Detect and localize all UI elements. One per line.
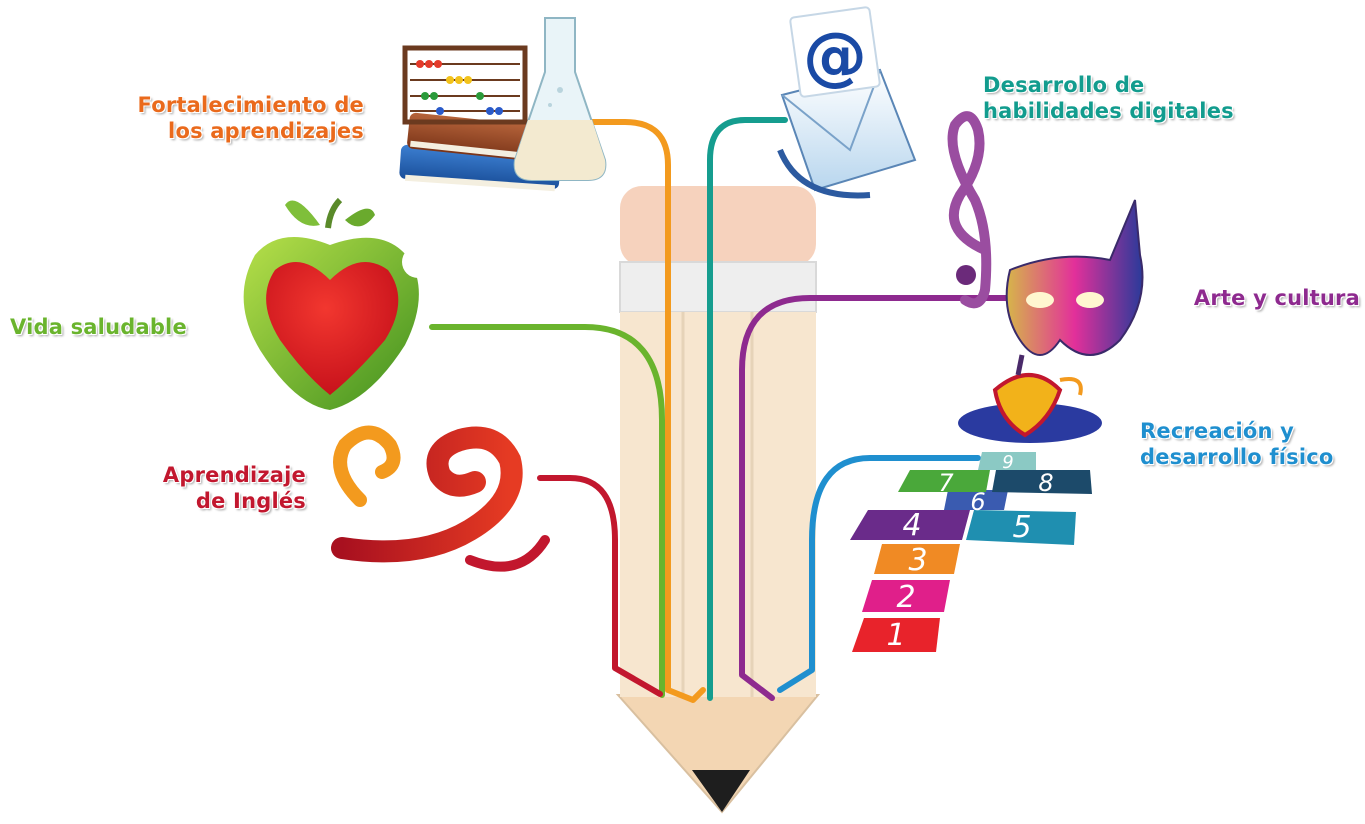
treble-clef-icon (947, 111, 992, 309)
svg-text:6: 6 (970, 488, 985, 516)
pencil (615, 186, 821, 814)
flask-icon (513, 17, 607, 181)
svg-text:1: 1 (886, 618, 905, 653)
svg-text:4: 4 (902, 508, 921, 543)
hopscotch-cell-9: 9 (978, 452, 1036, 473)
abacus-icon (402, 45, 528, 125)
hopscotch-cell-6: 6 (944, 488, 1008, 516)
email-icon: @ (777, 6, 917, 199)
label-fortalecimiento: Fortalecimiento de los aprendizajes (128, 92, 364, 144)
label-arte-cultura-text: Arte y cultura (1193, 286, 1360, 310)
hopscotch-cell-7: 7 (898, 469, 990, 497)
label-vida-saludable: Vida saludable (10, 314, 210, 340)
label-digitales-line1: Desarrollo de (983, 73, 1145, 97)
label-digitales: Desarrollo de habilidades digitales (983, 72, 1253, 124)
line-red (537, 475, 663, 697)
connector-lines (429, 117, 1018, 703)
label-fortalecimiento-line1: Fortalecimiento de (137, 93, 364, 117)
label-arte-cultura: Arte y cultura (1170, 285, 1360, 311)
label-ingles: Aprendizaje de Inglés (140, 462, 306, 514)
label-vida-saludable-text: Vida saludable (10, 315, 187, 339)
hopscotch-cell-3: 3 (874, 543, 960, 578)
svg-text:3: 3 (908, 543, 927, 578)
label-recreacion-line1: Recreación y (1140, 419, 1295, 443)
pencil-lead (692, 770, 750, 812)
svg-text:5: 5 (1012, 510, 1031, 545)
line-blue (777, 455, 981, 693)
spinning-top-icon (958, 354, 1102, 443)
pencil-eraser (620, 186, 816, 266)
hopscotch-cell-4: 4 (850, 508, 970, 543)
mask-icon (1005, 199, 1144, 356)
line-green (429, 324, 665, 698)
pencil-ferrule (619, 261, 817, 313)
svg-text:7: 7 (938, 469, 954, 497)
hopscotch-cell-2: 2 (862, 580, 950, 615)
label-ingles-line2: de Inglés (195, 489, 306, 513)
heart-shape (266, 262, 399, 395)
swirl-icon (331, 425, 550, 572)
svg-text:2: 2 (896, 580, 915, 615)
label-digitales-line2: habilidades digitales (983, 99, 1234, 123)
at-symbol: @ (803, 20, 867, 94)
hopscotch-cell-5: 5 (966, 510, 1076, 545)
svg-text:8: 8 (1038, 469, 1053, 497)
label-recreacion-line2: desarrollo físico (1140, 445, 1334, 469)
hopscotch-cell-8: 8 (992, 469, 1092, 497)
line-teal (707, 117, 788, 701)
line-purple (739, 295, 1018, 701)
svg-text:9: 9 (1002, 452, 1013, 473)
hopscotch-cell-1: 1 (852, 618, 940, 653)
label-fortalecimiento-line2: los aprendizajes (168, 119, 364, 143)
label-ingles-line1: Aprendizaje (162, 463, 306, 487)
pencil-body (620, 312, 816, 697)
hopscotch-icon: 1 2 3 4 5 6 7 8 9 (850, 452, 1092, 653)
apple-icon (243, 197, 434, 410)
line-orange (557, 119, 706, 703)
label-recreacion: Recreación y desarrollo físico (1140, 418, 1355, 470)
